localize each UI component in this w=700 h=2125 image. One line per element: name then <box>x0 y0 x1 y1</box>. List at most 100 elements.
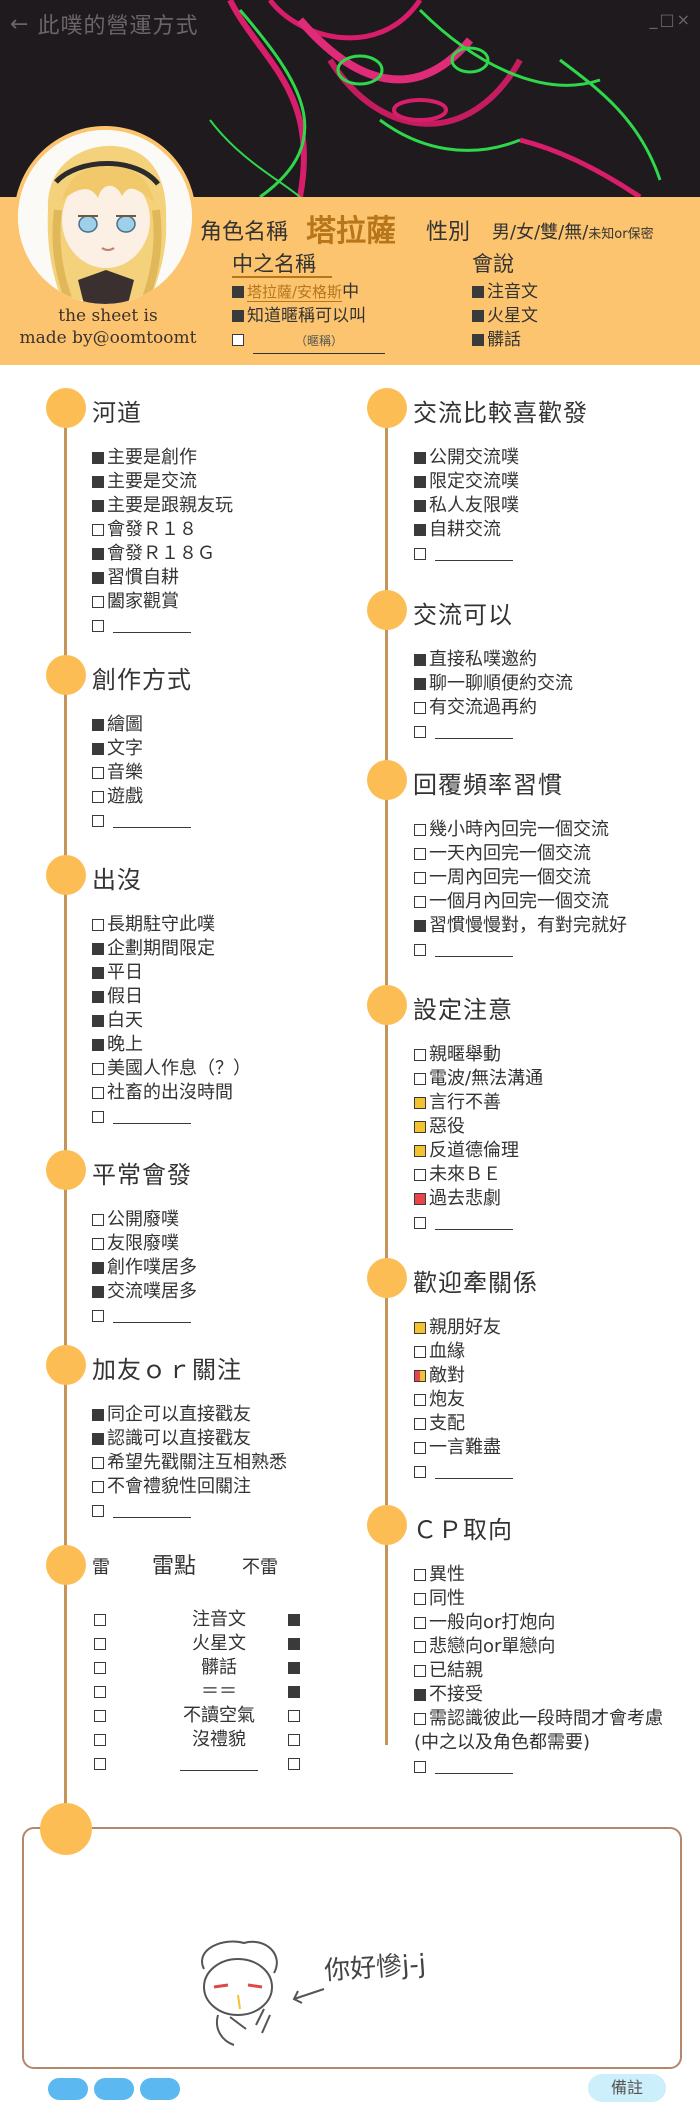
checklist-item[interactable] <box>414 1755 663 1779</box>
checklist-item[interactable]: 一個月內回完一個交流 <box>414 890 627 914</box>
pill-button-2[interactable] <box>94 2078 134 2100</box>
checkbox-empty[interactable] <box>92 1087 104 1099</box>
checkbox-empty[interactable] <box>414 824 426 836</box>
checklist-item[interactable] <box>92 809 191 833</box>
checklist-item[interactable]: 一言難盡 <box>414 1436 513 1460</box>
checklist-item[interactable]: (中之以及角色都需要) <box>414 1731 663 1755</box>
checklist-item[interactable]: 公開廢噗 <box>92 1208 197 1232</box>
checklist-item[interactable] <box>92 1499 287 1523</box>
checkbox-checked[interactable] <box>472 334 484 346</box>
checkbox-empty[interactable] <box>414 702 426 714</box>
checklist-item[interactable] <box>414 720 573 744</box>
checklist-item[interactable]: 已結親 <box>414 1659 663 1683</box>
checkbox-checked[interactable] <box>414 654 426 666</box>
checkbox-checked[interactable] <box>414 1097 426 1109</box>
checklist-item[interactable]: 友限廢噗 <box>92 1232 197 1256</box>
lei-right-cell[interactable] <box>280 1608 320 1632</box>
checkbox-empty[interactable] <box>414 944 426 956</box>
checkbox-empty[interactable] <box>92 791 104 803</box>
checkbox-empty[interactable] <box>288 1734 300 1746</box>
checklist-item[interactable] <box>92 1304 197 1328</box>
checkbox-empty[interactable] <box>414 848 426 860</box>
checklist-item[interactable]: 音樂 <box>92 761 191 785</box>
checkbox-empty[interactable] <box>414 872 426 884</box>
checkbox-checked[interactable] <box>414 678 426 690</box>
checkbox-checked[interactable] <box>288 1662 300 1674</box>
checkbox-checked[interactable] <box>92 943 104 955</box>
speech-item[interactable]: 髒話 <box>472 328 538 352</box>
checkbox-checked[interactable] <box>92 572 104 584</box>
checklist-item[interactable]: 一天內回完一個交流 <box>414 842 627 866</box>
checklist-item[interactable]: 一般向or打炮向 <box>414 1611 663 1635</box>
blank-fill-line[interactable] <box>113 1309 191 1323</box>
checklist-item[interactable]: 主要是創作 <box>92 446 233 470</box>
blank-fill-line[interactable] <box>113 1504 191 1518</box>
checkbox-empty[interactable] <box>92 919 104 931</box>
checklist-item[interactable]: 限定交流噗 <box>414 470 519 494</box>
window-controls[interactable]: _□× <box>649 10 692 29</box>
checkbox-checked[interactable] <box>472 286 484 298</box>
checklist-item[interactable] <box>92 1105 251 1129</box>
checkbox-empty[interactable] <box>94 1758 106 1770</box>
checkbox-checked[interactable] <box>92 1015 104 1027</box>
checkbox-empty[interactable] <box>92 620 104 632</box>
blank-fill-line[interactable] <box>435 547 513 561</box>
checkbox-empty[interactable] <box>92 1505 104 1517</box>
nickname-item[interactable]: 知道暱稱可以叫 <box>232 304 385 328</box>
checklist-item[interactable]: 私人友限噗 <box>414 494 519 518</box>
pill-button-3[interactable] <box>140 2078 180 2100</box>
lei-left-cell[interactable] <box>94 1680 158 1704</box>
checkbox-empty[interactable] <box>414 1169 426 1181</box>
checkbox-empty[interactable] <box>414 1569 426 1581</box>
checklist-item[interactable]: 需認識彼此一段時間才會考慮 <box>414 1707 663 1731</box>
checklist-item[interactable]: 假日 <box>92 985 251 1009</box>
checklist-item[interactable]: 異性 <box>414 1563 663 1587</box>
checkbox-empty[interactable] <box>92 524 104 536</box>
checkbox-checked[interactable] <box>414 1193 426 1205</box>
lei-right-cell[interactable] <box>280 1680 320 1704</box>
checkbox-checked[interactable] <box>232 286 244 298</box>
checklist-item[interactable]: 企劃期間限定 <box>92 937 251 961</box>
checkbox-empty[interactable] <box>414 1617 426 1629</box>
checklist-item[interactable]: 聊一聊順便約交流 <box>414 672 573 696</box>
checklist-item[interactable]: 遊戲 <box>92 785 191 809</box>
checklist-item[interactable]: 白天 <box>92 1009 251 1033</box>
checklist-item[interactable]: 同企可以直接戳友 <box>92 1403 287 1427</box>
checkbox-empty[interactable] <box>414 1418 426 1430</box>
checkbox-checked[interactable] <box>288 1686 300 1698</box>
checkbox-checked[interactable] <box>414 1145 426 1157</box>
blank-fill-line[interactable] <box>435 1216 513 1230</box>
checkbox-checked[interactable] <box>92 967 104 979</box>
lei-right-cell[interactable] <box>280 1632 320 1656</box>
checkbox-checked[interactable] <box>92 1409 104 1421</box>
checkbox-checked[interactable] <box>288 1638 300 1650</box>
checklist-item[interactable]: 不接受 <box>414 1683 663 1707</box>
checkbox-empty[interactable] <box>92 1481 104 1493</box>
checkbox-empty[interactable] <box>92 767 104 779</box>
nickname-blank[interactable]: （暱稱） <box>253 329 385 354</box>
checkbox-checked[interactable] <box>92 1262 104 1274</box>
checkbox-checked[interactable] <box>92 743 104 755</box>
checklist-item[interactable]: 會發Ｒ１８ <box>92 518 233 542</box>
lei-right-cell[interactable] <box>280 1704 320 1728</box>
checklist-item[interactable]: 認識可以直接戳友 <box>92 1427 287 1451</box>
checklist-item[interactable] <box>414 1460 513 1484</box>
checkbox-empty[interactable] <box>414 1713 426 1725</box>
checkbox-empty[interactable] <box>288 1710 300 1722</box>
checkbox-empty[interactable] <box>92 1063 104 1075</box>
checkbox-empty[interactable] <box>94 1734 106 1746</box>
checklist-item[interactable]: 反道德倫理 <box>414 1139 543 1163</box>
checklist-item[interactable]: 悲戀向or單戀向 <box>414 1635 663 1659</box>
checkbox-empty[interactable] <box>414 1442 426 1454</box>
checklist-item[interactable]: 過去悲劇 <box>414 1187 543 1211</box>
checkbox-checked[interactable] <box>92 991 104 1003</box>
lei-right-cell[interactable] <box>280 1752 320 1776</box>
checklist-item[interactable]: 電波/無法溝通 <box>414 1067 543 1091</box>
checkbox-empty[interactable] <box>414 1593 426 1605</box>
checkbox-checked[interactable] <box>414 1121 426 1133</box>
checklist-item[interactable]: 習慣慢慢對，有對完就好 <box>414 914 627 938</box>
checkbox-checked[interactable] <box>92 476 104 488</box>
checkbox-empty[interactable] <box>288 1758 300 1770</box>
checkbox-empty[interactable] <box>232 334 244 346</box>
checkbox-checked[interactable] <box>414 1370 426 1382</box>
